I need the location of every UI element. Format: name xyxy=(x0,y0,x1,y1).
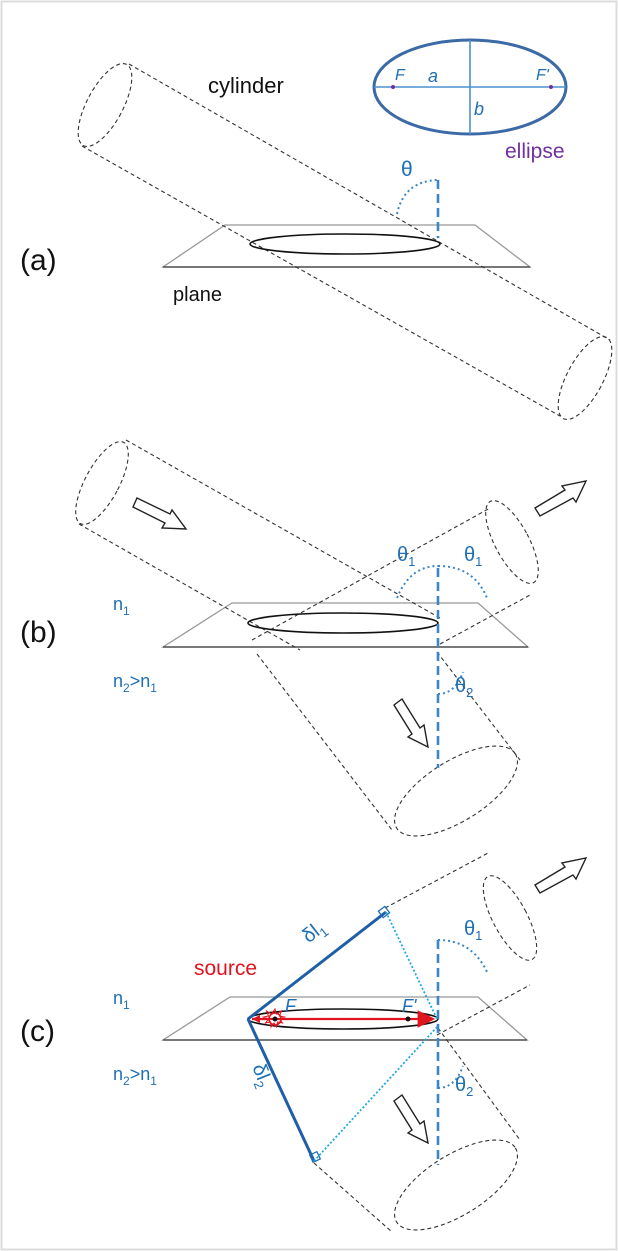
theta1-right-b: θ1 xyxy=(464,544,482,569)
plane-b xyxy=(160,602,530,648)
inset-semi-major: a xyxy=(428,66,438,86)
cylinder-a-top-cap xyxy=(77,62,133,148)
plane-label: plane xyxy=(173,284,222,306)
ellipse-b xyxy=(247,612,439,634)
medium-n2-b: n2>n1 xyxy=(113,671,157,695)
reflected-arrow-c xyxy=(534,857,588,894)
delta-l2-line xyxy=(246,1018,316,1162)
plane-a xyxy=(160,224,532,268)
panel-c-label: (c) xyxy=(20,1015,55,1048)
medium-n1-c: n1 xyxy=(113,988,130,1012)
focus-f-prime-label-c: F' xyxy=(402,996,417,1016)
ellipse-inset: F F' a b ellipse xyxy=(372,38,568,163)
focus-f-prime-point xyxy=(405,1016,411,1022)
panel-a-label: (a) xyxy=(20,244,57,277)
medium-n2-c: n2>n1 xyxy=(113,1064,157,1088)
delta-l1-line xyxy=(247,910,387,1021)
cylinder-label: cylinder xyxy=(208,73,284,98)
theta2-b: θ2 xyxy=(455,675,473,700)
theta-a: θ xyxy=(401,158,413,181)
inset-focus-f-prime: F' xyxy=(536,67,550,84)
theta1-c: θ1 xyxy=(464,918,482,943)
panel-c: (c) θ1 θ2 xyxy=(20,851,588,1233)
theta1-left-b: θ1 xyxy=(397,544,415,569)
inset-caption: ellipse xyxy=(505,140,565,163)
reflected-arrow-b xyxy=(534,480,588,517)
refracted-arrow-b xyxy=(393,697,429,749)
source-icon xyxy=(261,1007,287,1029)
delta-l2-label: δl2 xyxy=(245,1061,277,1092)
focus-f-label-c: F xyxy=(285,996,297,1016)
incident-arrow-b xyxy=(132,497,188,530)
focus-f-point xyxy=(272,1016,278,1022)
source-label: source xyxy=(194,957,257,980)
medium-n1-b: n1 xyxy=(113,594,130,618)
panel-b: (b) θ1 θ1 θ2 n1 n2>n1 xyxy=(20,439,588,837)
refracted-arrow-c xyxy=(393,1093,429,1145)
ellipse-a xyxy=(249,233,441,255)
theta-arc-a xyxy=(396,179,439,215)
inset-focus-f: F xyxy=(395,67,406,84)
panel-a: (a) plane cylinder θ F F' a b ellipse xyxy=(20,38,613,421)
inset-semi-minor: b xyxy=(474,99,484,119)
theta2-c: θ2 xyxy=(455,1074,473,1099)
delta-l1-label: δl1 xyxy=(298,916,331,950)
panel-b-label: (b) xyxy=(20,616,57,649)
cylinder-a-bottom-cap xyxy=(557,335,613,421)
